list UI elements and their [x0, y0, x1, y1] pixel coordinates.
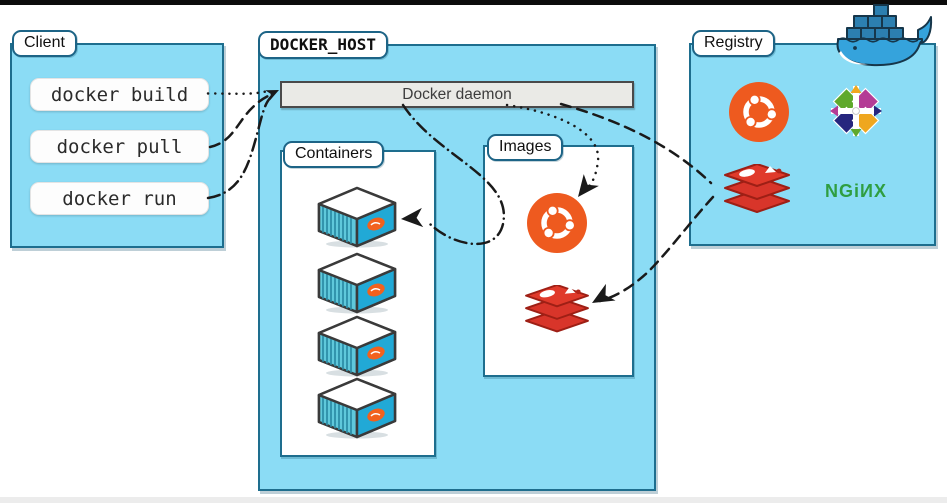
- nginx-registry-wordmark: NGiИX: [825, 181, 887, 201]
- docker-run-command: docker run: [30, 182, 209, 215]
- registry-panel: [689, 43, 936, 246]
- client-panel-label: Client: [12, 30, 77, 57]
- redis-image-icon: [521, 284, 593, 350]
- docker-daemon-bar: Docker daemon: [280, 81, 634, 108]
- container-icon: [315, 373, 399, 444]
- redis-registry-icon: [720, 163, 794, 231]
- ubuntu-image-icon: [526, 192, 588, 259]
- docker-host-panel-label: DOCKER_HOST: [258, 31, 388, 59]
- bottom-edge-strip: [0, 497, 947, 503]
- containers-box-label: Containers: [283, 141, 385, 168]
- top-edge-strip: [0, 0, 947, 5]
- container-icon: [315, 248, 399, 319]
- images-box-label: Images: [487, 134, 564, 161]
- container-icon: [315, 182, 399, 253]
- ubuntu-registry-icon: [728, 81, 790, 148]
- docker-build-command: docker build: [30, 78, 209, 111]
- docker-pull-command: docker pull: [30, 130, 209, 163]
- centos-registry-icon: [829, 84, 883, 143]
- container-icon: [315, 311, 399, 382]
- docker-whale-icon: [830, 1, 942, 72]
- registry-panel-label: Registry: [692, 30, 775, 57]
